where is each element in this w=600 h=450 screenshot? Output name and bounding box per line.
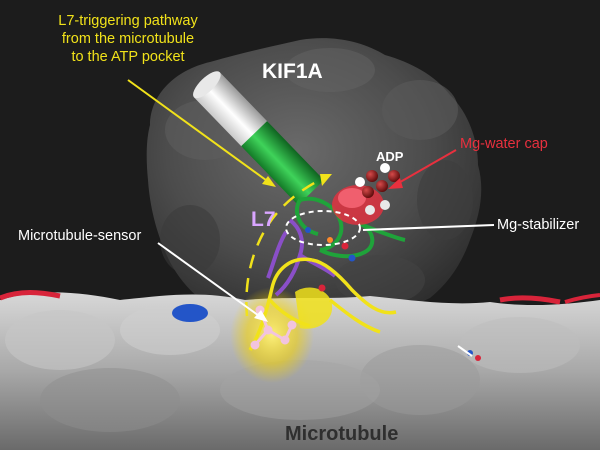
water-cap-label: Mg-water cap (460, 136, 548, 152)
mg-water-cap (332, 185, 384, 225)
adp-label: ADP (376, 149, 403, 164)
microtubule-label: Microtubule (285, 423, 398, 446)
tubulin-blue-patch (172, 304, 208, 322)
pathway-label-line: L7-triggering pathway (28, 12, 228, 30)
sensor-label: Microtubule-sensor (18, 228, 141, 244)
pathway-label-line: from the microtubule (28, 30, 228, 48)
pathway-label-line: to the ATP pocket (28, 48, 228, 66)
pathway-label: L7-triggering pathway from the microtubu… (28, 12, 228, 66)
l7-label: L7 (251, 208, 276, 232)
stabilizer-label: Mg-stabilizer (497, 217, 579, 233)
protein-title: KIF1A (262, 60, 323, 84)
